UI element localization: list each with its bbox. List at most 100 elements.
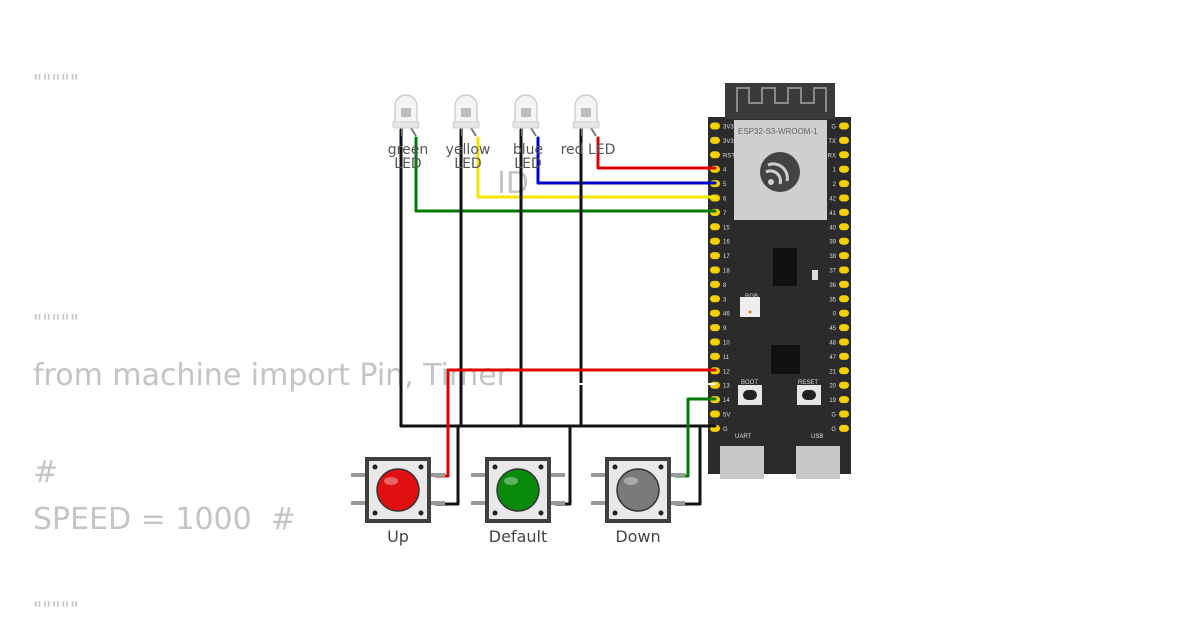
pin-right-21[interactable]: 21 (829, 367, 849, 375)
pin-left-label: 14 (723, 398, 730, 404)
wire-yellow-led-signal (476, 136, 717, 199)
usb-port (796, 446, 840, 479)
pin-right-1[interactable]: 1 (833, 165, 849, 174)
pin-right-label: 47 (829, 355, 836, 361)
pin-left-3V3[interactable]: 3V3 (710, 122, 734, 131)
code-speed-line: SPEED = 1000 # (33, 502, 296, 537)
wire-up-button (434, 368, 717, 478)
pin-right-39[interactable]: 39 (829, 237, 849, 246)
pin-right-0[interactable]: 0 (833, 309, 849, 318)
pin-left-label: 7 (723, 211, 727, 217)
pin-left-label: 18 (723, 269, 730, 275)
pin-left-label: RST (723, 153, 735, 159)
pin-right-TX[interactable]: TX (828, 136, 849, 145)
pin-right-37[interactable]: 37 (829, 266, 849, 275)
pin-right-label: 37 (829, 269, 836, 275)
led-green[interactable] (392, 94, 420, 137)
pin-right-label: 39 (829, 240, 836, 246)
pushbutton-default[interactable] (471, 457, 565, 523)
pin-right-label: 21 (829, 369, 836, 375)
pin-left-label: 13 (723, 384, 730, 390)
code-docstring-3: """"" (33, 597, 79, 621)
uart-port (720, 446, 764, 479)
pushbutton-down[interactable] (591, 457, 685, 523)
pin-left-11[interactable]: 11 (710, 352, 730, 361)
esp32-board[interactable]: ESP32-S3-WROOM-1 RGB BOOT RESET (708, 83, 851, 479)
code-import-line: from machine import Pin, Timer (33, 358, 510, 393)
pin-right-label: TX (828, 139, 836, 145)
led-red[interactable] (572, 94, 600, 137)
pin-right-40[interactable]: 40 (829, 223, 849, 231)
pin-right-label: 2 (833, 182, 837, 188)
uart-label: UART (735, 434, 752, 440)
rgb-label: RGB (745, 294, 758, 300)
pin-right-label: G (831, 125, 836, 131)
pushbutton-up[interactable] (351, 457, 445, 523)
button-group (351, 457, 685, 523)
pin-left-label: 17 (723, 254, 730, 260)
smd-component (812, 270, 818, 280)
pin-right-42[interactable]: 42 (829, 194, 849, 203)
pin-left-3V3[interactable]: 3V3 (710, 136, 734, 145)
pin-left-label: 3V3 (723, 125, 734, 131)
pin-right-label: 41 (829, 211, 836, 217)
pin-right-RX[interactable]: RX (828, 151, 849, 159)
pin-right-20[interactable]: 20 (829, 381, 849, 390)
pin-right-label: G (831, 413, 836, 419)
reset-label: RESET (798, 380, 818, 386)
pin-right-36[interactable]: 36 (829, 280, 849, 289)
usb-chip (773, 248, 797, 286)
pin-left-label: 3V3 (723, 139, 734, 145)
pin-right-35[interactable]: 35 (829, 295, 849, 303)
pin-right-41[interactable]: 41 (829, 208, 849, 217)
led-blue[interactable] (512, 94, 540, 137)
pin-right-label: 40 (829, 225, 836, 231)
pin-left-label: 12 (723, 369, 730, 375)
led-yellow[interactable] (452, 94, 480, 137)
pin-left-16[interactable]: 16 (710, 237, 730, 246)
pin-left-label: 46 (723, 312, 730, 318)
pin-left-10[interactable]: 10 (710, 338, 730, 347)
button-label-default: Default (488, 527, 548, 546)
code-docstring-2: """"" (33, 310, 79, 334)
pin-left-9[interactable]: 9 (710, 324, 727, 332)
pin-left-46[interactable]: 46 (710, 309, 730, 318)
pin-right-G[interactable]: G (831, 410, 849, 419)
pin-right-label: 0 (833, 312, 837, 318)
pin-left-17[interactable]: 17 (710, 252, 730, 260)
pin-right-label: 38 (829, 254, 836, 260)
wire-blue-led-signal (536, 136, 717, 185)
pin-right-38[interactable]: 38 (829, 252, 849, 260)
button-label-down: Down (615, 527, 661, 546)
pin-left-8[interactable]: 8 (710, 280, 727, 289)
pin-left-15[interactable]: 15 (710, 223, 730, 231)
pin-left-label: 5V (723, 413, 730, 419)
pin-left-label: 3 (723, 297, 727, 303)
wire-red-led-signal (596, 136, 717, 170)
boot-label: BOOT (741, 380, 758, 386)
pin-left-label: 8 (723, 283, 727, 289)
pin-left-label: 10 (723, 341, 730, 347)
pin-left-18[interactable]: 18 (710, 266, 730, 275)
pin-left-label: 5 (723, 182, 727, 188)
espressif-logo-icon (760, 152, 800, 192)
pin-right-G[interactable]: G (831, 424, 849, 433)
pin-right-48[interactable]: 48 (829, 338, 849, 347)
code-docstring-open: """"" (33, 70, 79, 94)
pin-right-2[interactable]: 2 (833, 180, 849, 188)
pin-right-47[interactable]: 47 (829, 352, 849, 361)
pin-right-G[interactable]: G (831, 122, 849, 131)
pin-left-5V[interactable]: 5V (710, 410, 730, 419)
pin-left-label: 16 (723, 240, 730, 246)
pin-left-label: 6 (723, 197, 727, 203)
pin-left-RST[interactable]: RST (710, 151, 735, 159)
pin-right-19[interactable]: 19 (829, 396, 849, 404)
pin-right-45[interactable]: 45 (829, 324, 849, 332)
rgb-led (740, 297, 760, 317)
pin-left-3[interactable]: 3 (710, 295, 727, 303)
